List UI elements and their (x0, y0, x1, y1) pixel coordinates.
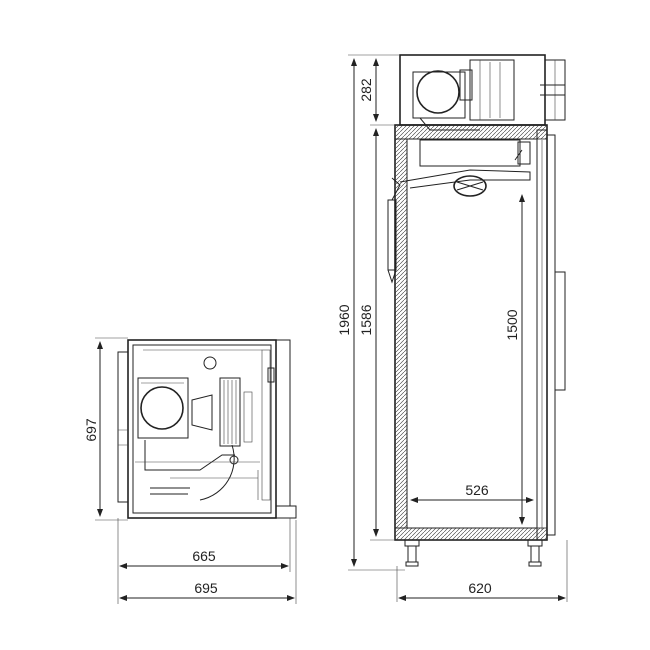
foot-front-base (527, 539, 543, 547)
dim-1586: 1586 (358, 304, 374, 335)
rear-insulation (394, 138, 408, 529)
top-view-door-edge (276, 339, 291, 507)
compressor-frame (137, 377, 189, 439)
dim-697: 697 (83, 418, 99, 442)
top-view-inner-outline (132, 344, 272, 514)
top-view-dimensions: 697 665 695 (83, 337, 297, 604)
foot-front (530, 545, 540, 563)
pipe-loop (144, 440, 235, 471)
condenser-coil (219, 377, 241, 447)
evaporator-box (419, 139, 521, 167)
door-handle (554, 271, 566, 391)
dim-282: 282 (358, 78, 374, 102)
dim-695: 695 (194, 580, 218, 596)
top-view-outline (127, 339, 277, 519)
dim-620: 620 (468, 580, 492, 596)
dim-526: 526 (465, 482, 489, 498)
condenser-fan-icon (469, 59, 515, 121)
top-view-latch (267, 367, 275, 383)
pipe-lower (150, 487, 190, 495)
bottom-insulation (394, 527, 548, 541)
top-view-door-hinge (276, 505, 297, 519)
top-compressor-frame (412, 71, 466, 119)
dim-1500: 1500 (504, 309, 520, 340)
side-panel (243, 391, 253, 443)
thermostat-icon (517, 141, 531, 165)
top-view-right-rail (261, 349, 271, 501)
foot-rear-base (404, 539, 420, 547)
compressor-icon (140, 386, 184, 430)
top-insulation (394, 124, 548, 140)
capillary-tube (199, 444, 235, 501)
top-compressor-icon (416, 70, 460, 114)
fan-hub-icon (203, 356, 217, 370)
top-view (117, 339, 297, 519)
side-section-dimensions: 1960 282 1586 1500 526 620 (336, 54, 568, 602)
evaporator-tray (399, 169, 531, 189)
dim-665: 665 (192, 548, 216, 564)
side-section (387, 54, 566, 567)
top-view-left-flange (117, 351, 129, 503)
valve-icon (229, 455, 239, 465)
evaporator-fan-icon (453, 175, 487, 197)
door-frame (546, 134, 556, 536)
fan-motor-icon (191, 394, 213, 431)
foot-rear (407, 545, 417, 563)
dim-1960: 1960 (336, 304, 352, 335)
